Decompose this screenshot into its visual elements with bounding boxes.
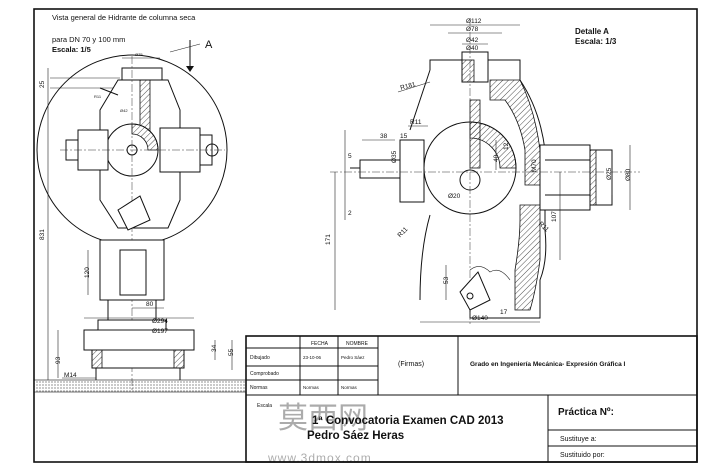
- dim-l15: 15: [400, 133, 408, 140]
- ground: [33, 379, 247, 393]
- dim-m70: M70: [531, 159, 538, 172]
- row-dibujado: Dibujado: [250, 355, 270, 361]
- dim-l5: 5: [348, 153, 352, 160]
- dim-top-width: Ø75: [135, 52, 143, 57]
- section-marker-a: A: [205, 39, 213, 51]
- col-fecha: FECHA: [311, 341, 329, 347]
- fecha-value: 23-10-06: [303, 355, 322, 360]
- general-view-scale: Escala: 1/5: [52, 45, 91, 54]
- course-name: Grado en Ingeniería Mecánica- Expresión …: [470, 361, 626, 368]
- dim-d80: Ø80: [625, 168, 632, 181]
- watermark: 莫西网 www.3dmox.com: [267, 402, 372, 465]
- general-view: Vista general de Hidrante de columna sec…: [33, 13, 247, 393]
- nombre-value: Pedro Sáez: [341, 355, 365, 360]
- dim-r11-left: R11: [396, 226, 409, 239]
- dim-93: 93: [55, 356, 62, 364]
- row-normas: Normas: [250, 385, 268, 391]
- practica-label: Práctica Nº:: [558, 407, 614, 418]
- svg-text:R11: R11: [94, 94, 102, 99]
- dim-d78: Ø78: [466, 26, 479, 33]
- general-view-title-2: para DN 70 y 100 mm: [52, 35, 125, 44]
- dim-d35: Ø35: [391, 150, 398, 163]
- dim-top-25: 25: [39, 80, 46, 88]
- dim-l40: 40: [493, 154, 500, 162]
- dim-l12: 12: [503, 142, 510, 150]
- dim-d42: Ø42: [466, 37, 479, 44]
- dim-r181: R181: [400, 81, 417, 92]
- dim-d20: Ø20: [448, 193, 461, 200]
- col-nombre: NOMBRE: [346, 341, 369, 347]
- sustituido-por: Sustituido por:: [560, 452, 605, 459]
- dim-831: 831: [39, 229, 46, 240]
- detail-title: Detalle A: [575, 27, 609, 36]
- author-name: Pedro Sáez Heras: [307, 430, 404, 442]
- dim-197: Ø197: [152, 328, 168, 335]
- normas-fecha: Normas: [303, 385, 320, 390]
- general-view-title-1: Vista general de Hidrante de columna sec…: [52, 13, 196, 22]
- dim-l17: 17: [500, 309, 508, 316]
- watermark-cn: 莫西网: [278, 402, 368, 435]
- dim-34: 34: [211, 344, 218, 352]
- row-comprobado: Comprobado: [250, 371, 279, 377]
- dim-120: 120: [84, 267, 91, 278]
- svg-text:Ø42: Ø42: [120, 108, 128, 113]
- dim-80: 80: [146, 301, 154, 308]
- title-block: FECHA NOMBRE Dibujado 23-10-06 Pedro Sáe…: [245, 335, 698, 463]
- sustituye-a: Sustituye a:: [560, 436, 597, 443]
- dim-l171: 171: [325, 234, 332, 245]
- watermark-url: www.3dmox.com: [267, 451, 372, 465]
- dim-d140: Ø140: [472, 315, 488, 322]
- dim-l107: 107: [551, 211, 558, 222]
- detail-view: Detalle A Escala: 1/3 Ø112 Ø78 Ø42 Ø40: [325, 18, 640, 325]
- dim-55: 55: [228, 348, 235, 356]
- dim-r11-top: R11: [410, 119, 422, 126]
- normas-nombre: Normas: [341, 385, 358, 390]
- exam-title: 1ª Convocatoria Examen CAD 2013: [312, 415, 504, 427]
- dim-m14: M14: [64, 372, 77, 379]
- dim-d40: Ø40: [466, 45, 479, 52]
- dim-l38: 38: [380, 133, 388, 140]
- dim-l53: 53: [443, 276, 450, 284]
- escala-label: Escala: [257, 403, 272, 409]
- firmas: (Firmas): [398, 361, 424, 368]
- dim-l2: 2: [348, 210, 352, 217]
- dim-d25: Ø25: [606, 167, 613, 180]
- dim-294: Ø294: [152, 318, 168, 325]
- dim-d112: Ø112: [466, 18, 482, 25]
- detail-scale: Escala: 1/3: [575, 37, 617, 46]
